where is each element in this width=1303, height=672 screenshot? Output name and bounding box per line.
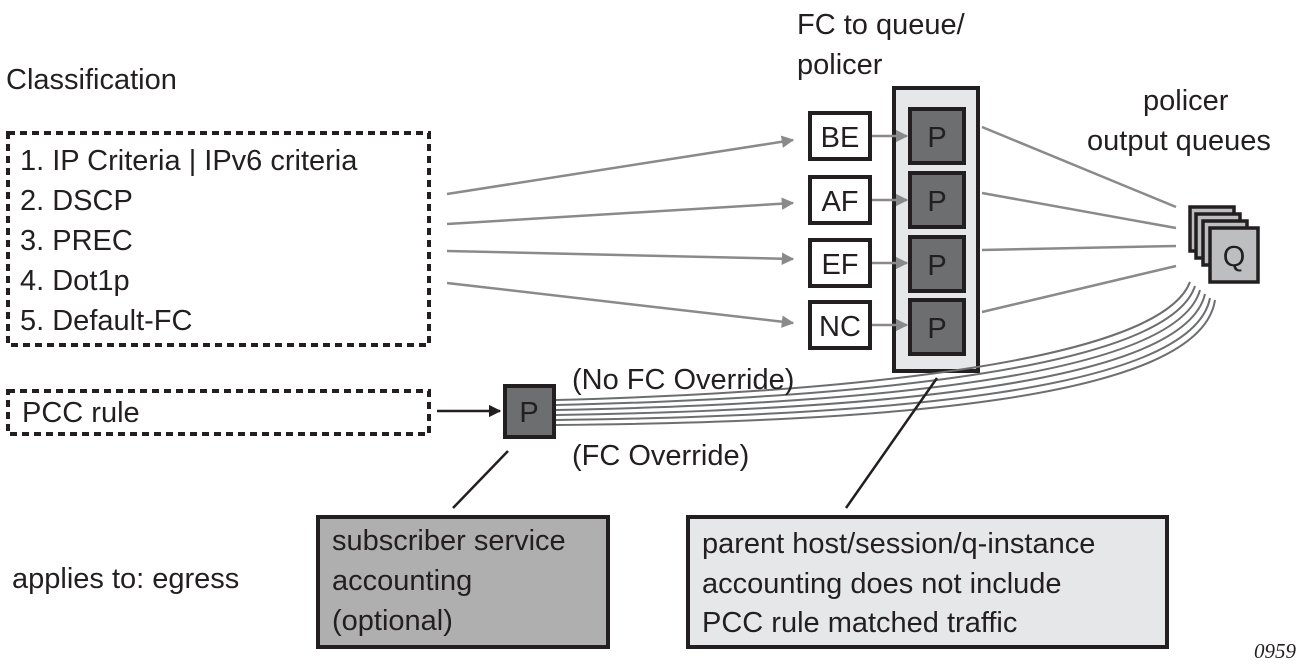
criteria-item-prec: 3. PREC bbox=[20, 225, 133, 257]
output-queue-stack bbox=[1188, 205, 1260, 284]
fc-to-queue-label-line2: policer bbox=[797, 49, 883, 81]
parent-note-line1: parent host/session/q-instance bbox=[702, 528, 1095, 560]
policer-be bbox=[908, 107, 966, 165]
subscriber-note-line2: accounting bbox=[332, 565, 472, 597]
policer-ef bbox=[908, 235, 966, 293]
subscriber-note-line1: subscriber service bbox=[332, 525, 566, 557]
classification-label: Classification bbox=[6, 64, 177, 96]
policer-label-nc: P bbox=[927, 313, 946, 345]
parent-note-line3: PCC rule matched traffic bbox=[702, 607, 1017, 639]
parent-note-line2: accounting does not include bbox=[702, 568, 1062, 600]
fc-box-nc bbox=[808, 300, 872, 350]
classification-criteria-box bbox=[6, 131, 431, 347]
policer-label-af: P bbox=[927, 186, 946, 218]
fc-label-af: AF bbox=[821, 186, 858, 218]
subscriber-accounting-note bbox=[316, 515, 610, 649]
policer-nc bbox=[908, 298, 966, 356]
fc-label-ef: EF bbox=[821, 249, 858, 281]
fc-box-af bbox=[808, 175, 872, 225]
pcc-policer bbox=[503, 384, 556, 439]
pcc-rule-box bbox=[6, 389, 431, 436]
criteria-item-default-fc: 5. Default-FC bbox=[20, 305, 192, 337]
applies-to-label: applies to: egress bbox=[12, 563, 239, 595]
queue-label: Q bbox=[1223, 241, 1246, 273]
leader-line-subscriber bbox=[452, 450, 509, 509]
policer-af bbox=[908, 171, 966, 229]
policer-output-label-line1: policer bbox=[1143, 85, 1229, 117]
fc-override-label: (FC Override) bbox=[572, 440, 749, 472]
fc-label-be: BE bbox=[821, 122, 860, 154]
fc-to-queue-label-line1: FC to queue/ bbox=[797, 9, 966, 41]
fc-label-nc: NC bbox=[819, 311, 861, 343]
fc-box-be bbox=[808, 111, 872, 161]
fc-box-ef bbox=[808, 238, 872, 288]
policer-label-ef: P bbox=[927, 250, 946, 282]
no-fc-override-label: (No FC Override) bbox=[572, 364, 794, 396]
pcc-policer-label: P bbox=[519, 397, 538, 429]
criteria-item-dscp: 2. DSCP bbox=[20, 185, 133, 217]
pcc-rule-label: PCC rule bbox=[22, 397, 140, 429]
subscriber-note-line3: (optional) bbox=[332, 605, 453, 637]
policer-label-be: P bbox=[927, 122, 946, 154]
parent-accounting-note bbox=[686, 515, 1169, 649]
pcc-to-queue-curves bbox=[555, 281, 1216, 426]
criteria-item-ip: 1. IP Criteria | IPv6 criteria bbox=[20, 145, 358, 177]
policer-output-label-line2: output queues bbox=[1087, 125, 1271, 157]
fc-to-policer-arrows bbox=[872, 129, 909, 332]
figure-number: 0959 bbox=[1254, 639, 1297, 663]
policer-to-queue-lines bbox=[981, 125, 1177, 314]
leader-line-parent bbox=[844, 377, 939, 509]
classification-arrows bbox=[446, 135, 795, 328]
criteria-item-dot1p: 4. Dot1p bbox=[20, 265, 130, 297]
